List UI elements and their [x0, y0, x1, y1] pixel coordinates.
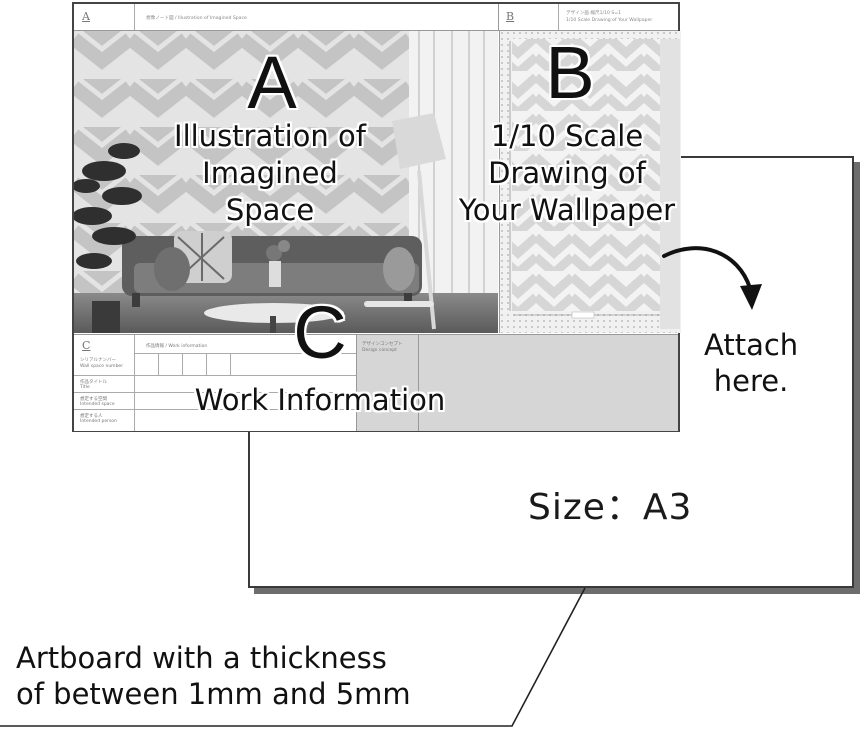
panel-c-work-information: C 作品情報 / Work information シリアルナンバー Wall …	[74, 334, 678, 431]
artboard-thickness-note: Artboard with a thickness of between 1mm…	[16, 640, 411, 712]
panel-a-letter: A	[247, 41, 297, 124]
row-3-jp: 想定する空間	[80, 397, 107, 402]
row-2-jp: 作品タイトル	[80, 380, 107, 385]
panel-c-letter: C	[293, 291, 347, 374]
concept-en: Design concept	[362, 348, 397, 353]
panel-b-letter: B	[545, 31, 595, 114]
panel-b-caption-line-1: 1/10 Scale	[490, 119, 644, 153]
callout-leader-line	[0, 587, 586, 727]
panel-a-caption-line-2: Imagined	[202, 156, 338, 190]
panel-b-caption: 1/10 Scale Drawing of Your Wallpaper	[432, 118, 702, 229]
header-b-title-jp: デザイン画 縮尺1/10 S=1	[566, 11, 622, 16]
panel-a-caption: Illustration of Imagined Space	[120, 118, 420, 229]
row-2-en: Title	[80, 385, 90, 390]
panel-b-caption-line-3: Your Wallpaper	[458, 193, 676, 227]
panel-a-illustration	[74, 31, 498, 333]
sheet-header: A 想像ノート図 / Illustration of Imagined Spac…	[74, 4, 678, 31]
row-1-en: Wall space number	[80, 364, 124, 369]
wallpaper-scale-drawing	[500, 31, 681, 333]
footnote-line-2: of between 1mm and 5mm	[16, 677, 411, 711]
panel-c-header-title: 作品情報 / Work information	[146, 344, 208, 349]
concept-jp: デザインコンセプト	[362, 342, 403, 347]
header-a-title: 想像ノート図 / Illustration of Imagined Space	[146, 16, 247, 21]
panel-a-caption-line-3: Space	[225, 193, 315, 227]
footnote-line-1: Artboard with a thickness	[16, 641, 387, 675]
header-b-title-en: 1/10 Scale Drawing of Your Wallpaper	[566, 18, 653, 23]
panel-b-scale-drawing	[499, 31, 681, 333]
attach-here-note: Attach here.	[704, 327, 798, 399]
interior-photo	[74, 31, 498, 333]
submission-sheet: A 想像ノート図 / Illustration of Imagined Spac…	[72, 2, 681, 432]
attach-note-line-1: Attach	[704, 328, 799, 362]
header-b-letter: B	[506, 10, 515, 23]
panel-b-caption-line-2: Drawing of	[488, 156, 646, 190]
panel-a-caption-line-1: Illustration of	[174, 119, 366, 153]
header-a-letter: A	[82, 10, 90, 23]
size-label: Size：A3	[528, 487, 693, 528]
curved-arrow-icon	[662, 246, 762, 310]
row-3-en: Intended space	[80, 402, 115, 407]
row-4-jp: 想定する人	[80, 414, 103, 419]
row-4-en: Intended person	[80, 419, 117, 424]
attach-note-line-2: here.	[713, 364, 789, 398]
row-1-jp: シリアルナンバー	[80, 358, 116, 363]
panel-c-header-letter: C	[82, 339, 91, 352]
panel-c-caption: Work Information	[194, 383, 446, 417]
